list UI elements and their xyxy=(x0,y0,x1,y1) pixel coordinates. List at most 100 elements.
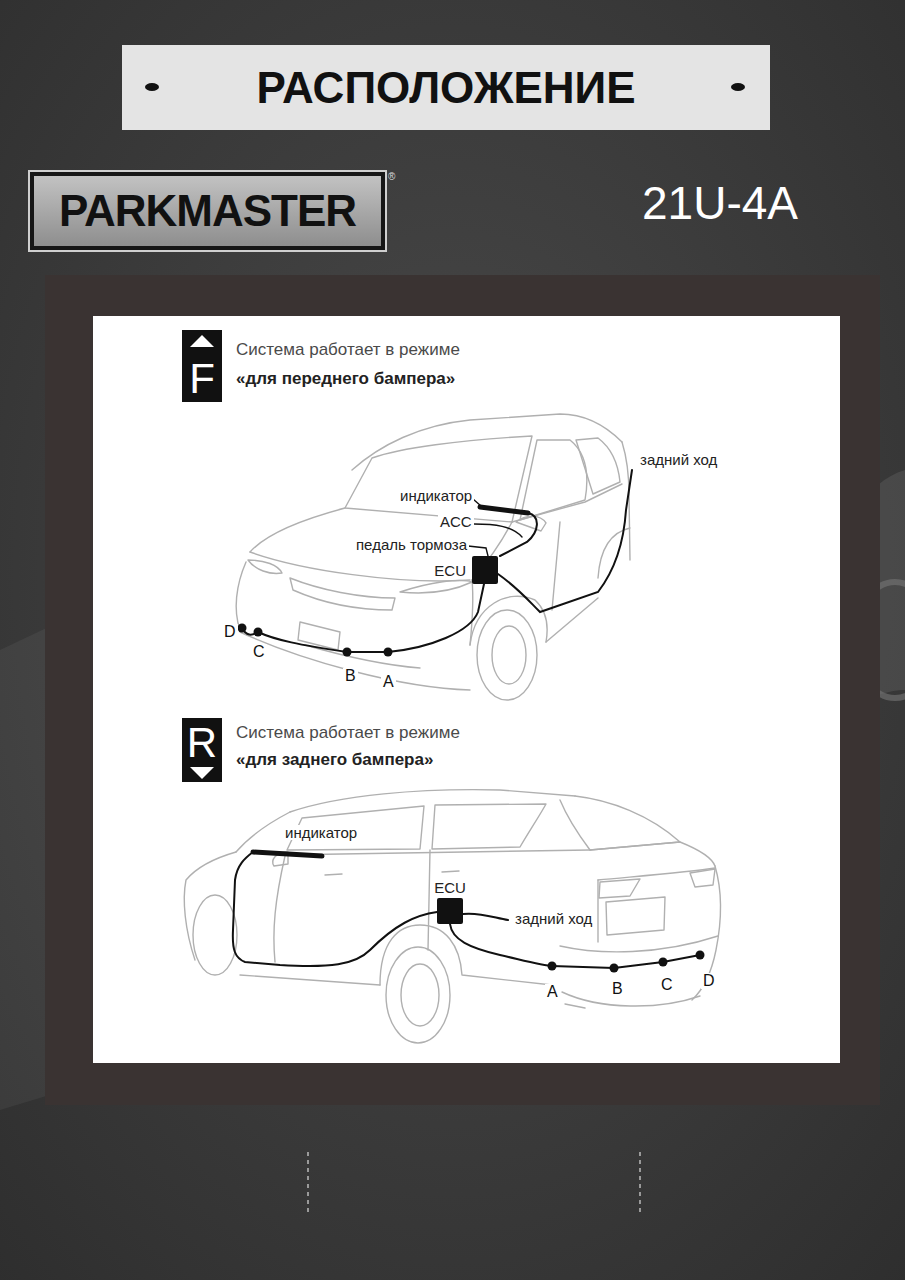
car-wheel xyxy=(193,895,237,975)
car-roof xyxy=(352,414,622,470)
wire xyxy=(463,914,508,920)
car-wheel xyxy=(386,947,450,1043)
sensor xyxy=(384,648,393,657)
diagram-panel xyxy=(93,316,840,1063)
signal-label: ACC xyxy=(438,514,474,529)
car-plate xyxy=(606,897,665,935)
car-headlight xyxy=(248,560,282,573)
car-mirror xyxy=(516,516,546,531)
car-wheel-arch xyxy=(380,925,552,985)
frame-panel xyxy=(45,275,880,1105)
car-bumper xyxy=(240,632,470,690)
car-roof xyxy=(290,790,575,812)
ecu-unit: ECU xyxy=(437,898,463,924)
car-door-handle xyxy=(325,874,342,875)
logo-text: PARKMASTER xyxy=(59,189,356,233)
wire-label: задний ход xyxy=(513,911,594,926)
car-pillar xyxy=(236,812,290,852)
car-bumper xyxy=(562,992,700,1006)
car-pillar xyxy=(622,442,630,560)
page-title: РАСПОЛОЖЕНИЕ xyxy=(256,63,635,113)
sensor xyxy=(343,648,352,657)
car-hood xyxy=(250,508,345,552)
part-label: индикатор xyxy=(283,825,359,840)
car-window xyxy=(520,440,587,520)
sensor xyxy=(254,628,263,637)
sensor-label: B xyxy=(610,981,625,997)
car-rim xyxy=(401,964,439,1026)
arrow-head xyxy=(190,335,214,347)
car-door-line xyxy=(274,856,285,962)
mode-letter: F xyxy=(189,358,215,400)
car-hood-edge xyxy=(250,552,470,581)
title-banner xyxy=(122,45,770,130)
leader-line xyxy=(473,499,481,506)
mode-icon: F xyxy=(182,330,222,402)
sensor-label: D xyxy=(222,624,238,640)
mode-letter: R xyxy=(187,722,217,764)
banner-dot xyxy=(731,83,745,91)
sensor xyxy=(238,624,247,633)
car-trunk xyxy=(598,868,715,880)
indicator-bar xyxy=(480,507,528,513)
car-rear-window xyxy=(560,796,680,850)
car-window xyxy=(432,804,546,849)
car-belt-line xyxy=(512,484,622,522)
car-hood xyxy=(184,852,236,960)
dashed-line xyxy=(639,1152,640,1215)
dashed-line xyxy=(307,1152,308,1215)
sensor-label: A xyxy=(545,984,560,1000)
car-headlight xyxy=(400,580,472,592)
ecu-label: ECU xyxy=(432,562,468,579)
part-label: индикатор xyxy=(398,488,474,503)
mode-name: «для заднего бампера» xyxy=(234,751,435,768)
title-banner-text: РАСПОЛОЖЕНИЕ xyxy=(122,45,770,130)
mode-name: «для переднего бампера» xyxy=(234,370,457,387)
car-windshield xyxy=(345,436,532,522)
mode-caption: Система работает в режиме xyxy=(234,724,462,741)
sensor-label: B xyxy=(343,668,358,684)
sensor xyxy=(659,958,668,967)
car-grille xyxy=(290,578,395,610)
arrow-head xyxy=(190,767,214,779)
car-sill xyxy=(546,598,598,642)
car-rim xyxy=(492,626,526,684)
car-door-line xyxy=(428,850,430,950)
car-exhaust xyxy=(565,1004,585,1008)
wire xyxy=(498,470,632,612)
sensor-label: D xyxy=(701,973,717,989)
sensor xyxy=(610,964,619,973)
ecu-label: ECU xyxy=(432,879,468,896)
sensor-wire xyxy=(242,584,484,652)
car-taillight xyxy=(690,869,715,887)
leader-line xyxy=(468,546,488,556)
car-wheel-arch xyxy=(598,528,630,578)
leader-line xyxy=(474,524,522,537)
car-door-line xyxy=(552,522,560,610)
car-door-handle xyxy=(442,871,459,872)
banner-dot xyxy=(145,83,159,91)
sensor-label: C xyxy=(659,977,675,993)
arrow-symbol xyxy=(189,766,215,780)
signal-label: педаль тормоза xyxy=(354,537,469,552)
car-bumper xyxy=(692,866,720,1000)
brand-logo: PARKMASTER xyxy=(30,172,385,250)
sensor-label: A xyxy=(381,674,396,690)
car-belt-line xyxy=(280,850,590,855)
sensor xyxy=(696,951,705,960)
indicator-bar xyxy=(253,852,322,856)
sensor-wire xyxy=(450,924,700,968)
wire xyxy=(233,852,437,966)
mode-caption: Система работает в режиме xyxy=(234,341,462,358)
wire-label: задний ход xyxy=(638,452,719,467)
arrow-symbol xyxy=(189,334,215,348)
car-window xyxy=(576,438,620,494)
car-taillight xyxy=(599,879,640,898)
car-bumper xyxy=(560,936,718,952)
model-number: 21U-4A xyxy=(642,180,798,226)
car-bumper xyxy=(236,562,246,630)
registered-mark: ® xyxy=(388,172,395,182)
sensor-label: C xyxy=(251,644,267,660)
car-trunk xyxy=(590,842,715,866)
